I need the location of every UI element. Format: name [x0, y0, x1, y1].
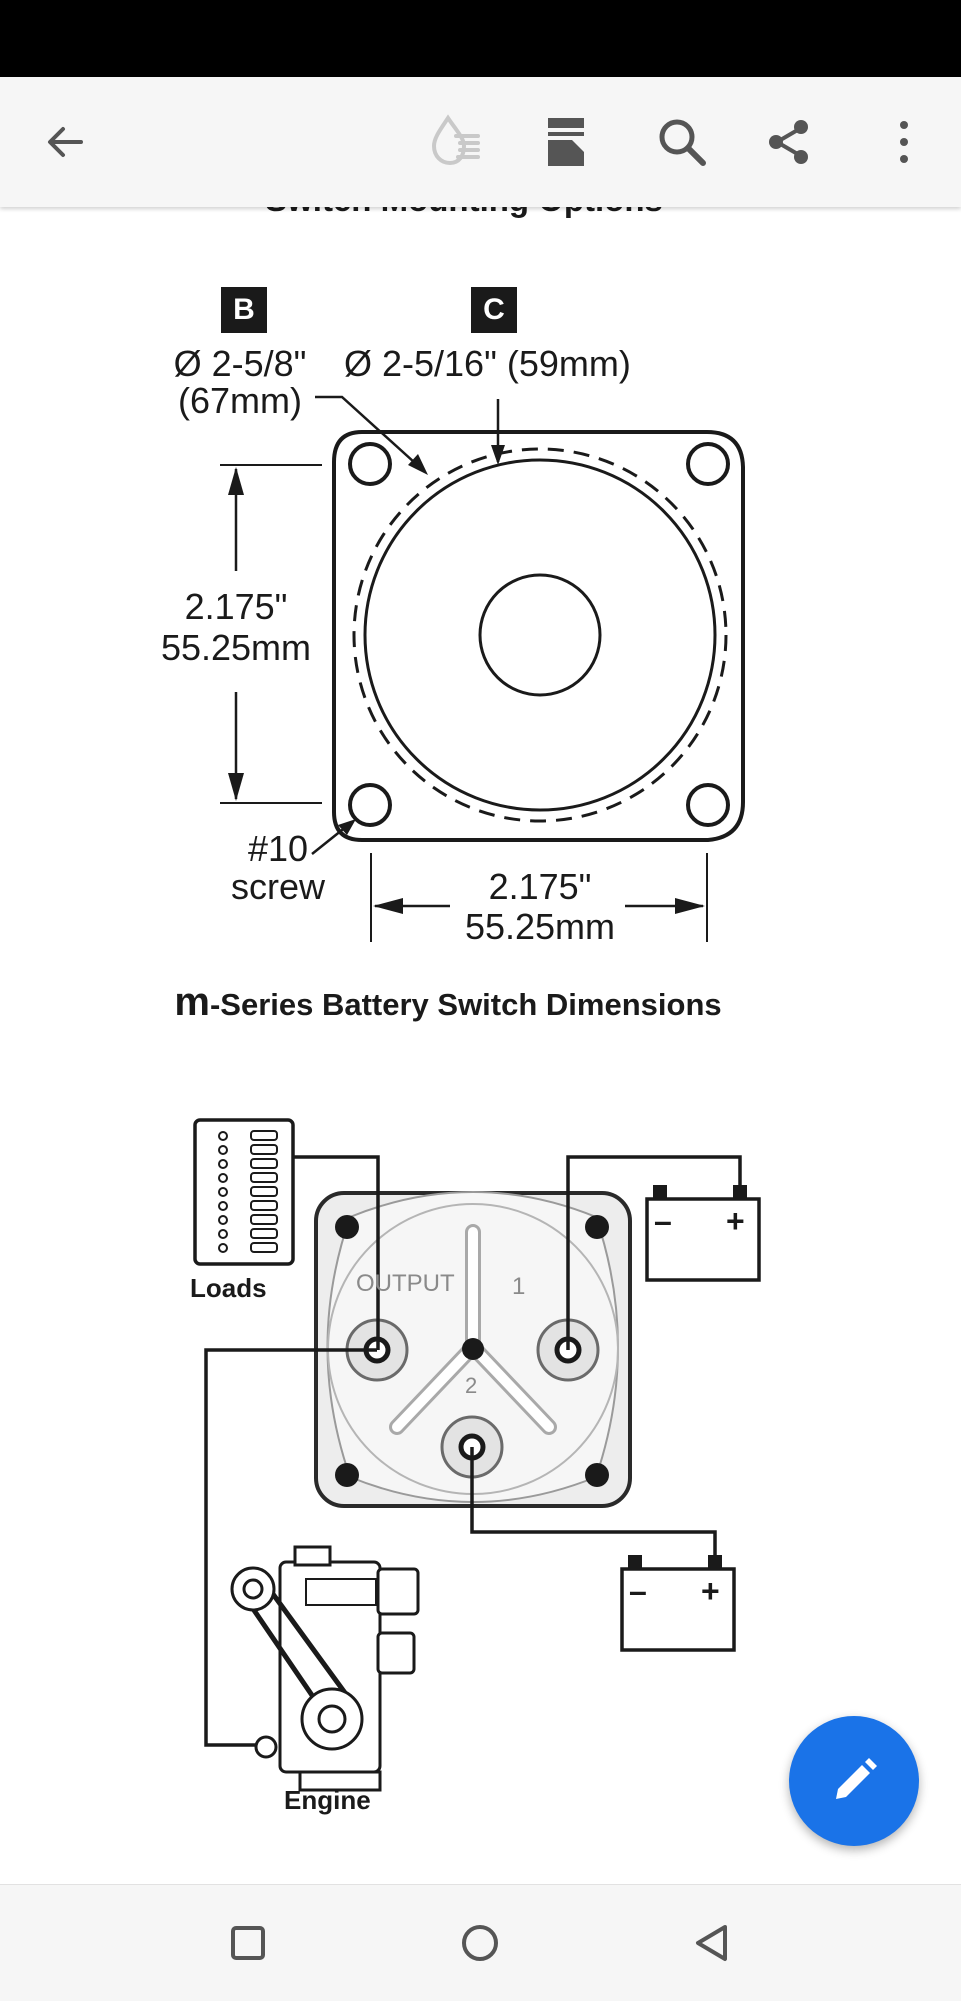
height-mm: 55.25mm: [160, 627, 312, 668]
home-circle-icon: [462, 1925, 498, 1961]
flange-outline: [332, 430, 745, 842]
search-icon: [659, 119, 706, 166]
ink-drop-icon: [431, 114, 480, 166]
engine-drawing: [230, 1545, 420, 1792]
battery-2-minus: –: [629, 1573, 647, 1609]
document-page: Switch Mounting Options: [0, 207, 961, 1884]
wiring-diagram: [193, 1118, 761, 1792]
battery-1-minus: –: [654, 1203, 672, 1239]
position-2-label: 2: [465, 1373, 478, 1398]
app-toolbar: [0, 77, 961, 207]
battery-2: [620, 1567, 736, 1652]
c-diameter: Ø 2-5/16" (59mm): [344, 343, 631, 384]
center-knob: [478, 573, 602, 697]
corner-bolt-bl: [335, 1463, 359, 1487]
height-inches: 2.175": [184, 586, 288, 627]
series-prefix: m: [174, 980, 210, 1024]
battery-1-plus: +: [726, 1203, 745, 1239]
battery-1: [645, 1197, 761, 1282]
hole-bottom-right: [686, 783, 730, 827]
screw-number: #10: [247, 828, 309, 869]
battery-2-plus: +: [701, 1573, 720, 1609]
more-options-button[interactable]: [859, 77, 949, 207]
back-triangle-icon: [696, 1925, 727, 1961]
ink-saver-button[interactable]: [411, 77, 501, 207]
more-vert-icon: [900, 121, 908, 163]
series-title: -Series Battery Switch Dimensions: [209, 987, 722, 1022]
loads-panel: [193, 1118, 295, 1266]
status-bar: [0, 0, 961, 77]
output-label: OUTPUT: [356, 1270, 455, 1297]
cutout-c: [363, 458, 717, 812]
back-button[interactable]: [20, 77, 110, 207]
engine-label: Engine: [284, 1785, 371, 1815]
back-nav-button[interactable]: [656, 1885, 766, 2001]
hole-top-left: [348, 442, 392, 486]
label-b-box: B: [221, 287, 267, 333]
mounting-diagram: [193, 395, 761, 1792]
dashed-cutout-b: [352, 447, 728, 823]
home-button[interactable]: [425, 1885, 535, 2001]
corner-bolt-br: [585, 1463, 609, 1487]
screw-label: screw: [230, 866, 325, 907]
cut-off-heading: Switch Mounting Options: [0, 207, 928, 219]
back-arrow-icon: [48, 127, 83, 157]
hole-bottom-left: [348, 783, 392, 827]
series-heading: m-Series Battery Switch Dimensions: [0, 980, 896, 1025]
reading-mode-button[interactable]: [522, 77, 612, 207]
search-button[interactable]: [637, 77, 727, 207]
b-diameter-in: Ø 2-5/8": [173, 343, 307, 384]
recents-square-icon: [231, 1926, 265, 1960]
wire-battery-2: [470, 1447, 717, 1555]
position-1-label: 1: [512, 1273, 526, 1300]
corner-bolt-tr: [585, 1215, 609, 1239]
share-button[interactable]: [744, 77, 834, 207]
system-nav-bar: [0, 1884, 961, 2001]
width-mm: 55.25mm: [464, 906, 616, 947]
share-icon: [769, 120, 808, 164]
wire-battery-1: [566, 1155, 742, 1350]
width-inches: 2.175": [488, 866, 592, 907]
hole-top-right: [686, 442, 730, 486]
wire-loads: [293, 1155, 380, 1350]
corner-bolt-tl: [335, 1215, 359, 1239]
wire-engine: [204, 1348, 377, 1747]
edit-pencil-icon: [836, 1758, 877, 1799]
b-diameter-mm: (67mm): [178, 380, 302, 421]
recents-button[interactable]: [193, 1885, 303, 2001]
label-c-box: C: [471, 287, 517, 333]
edit-fab-button[interactable]: [789, 1716, 919, 1846]
loads-label: Loads: [190, 1273, 267, 1303]
reading-mode-icon: [548, 118, 584, 166]
